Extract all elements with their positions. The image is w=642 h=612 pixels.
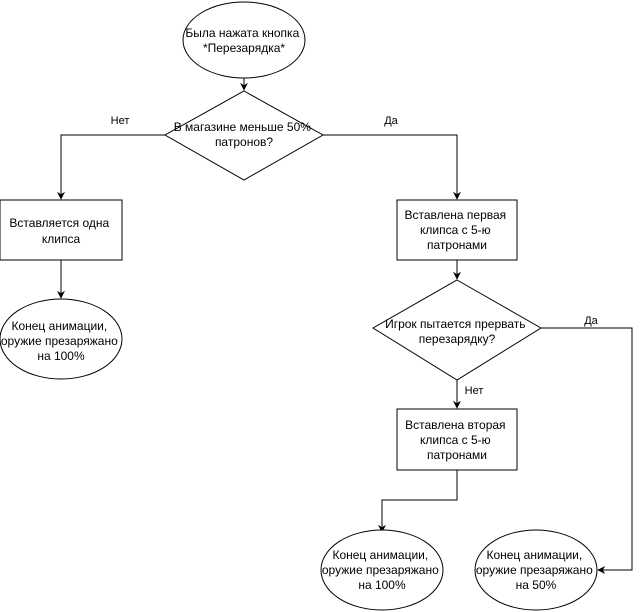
- insert-second-clip-label-line: Вставлена вторая: [405, 418, 505, 432]
- insert-one-clip-label: Вставляется одна клипса: [9, 216, 112, 246]
- edge-interrupt-yes: [541, 327, 633, 574]
- end-middle-node: [320, 529, 444, 611]
- insert-one-clip-label-line: Вставляется одна: [9, 216, 109, 230]
- insert-first-clip-label-line: клипса с 5-ю: [420, 223, 491, 237]
- end-middle-label-line: оружие презаряжано: [322, 563, 439, 577]
- insert-first-clip-label-line: патронами: [427, 238, 487, 252]
- decision-interrupt-label-line: Игрок пытается прервать: [385, 317, 525, 331]
- end-middle-label-line: на 100%: [358, 578, 406, 592]
- insert-first-clip-label-line: Вставлена первая: [404, 208, 506, 222]
- insert-first-clip-label: Вставлена первая клипса с 5-ю патронами: [404, 208, 509, 252]
- insert-first-clip-node: [396, 199, 518, 261]
- end-right-label-line: оружие презаряжано: [476, 563, 593, 577]
- edges: [57, 78, 633, 574]
- end-middle-label-line: Конец анимации,: [332, 548, 428, 562]
- decision-interrupt-label: Игрок пытается прервать перезарядку?: [385, 317, 529, 346]
- insert-second-clip-label-line: клипса с 5-ю: [420, 433, 491, 447]
- insert-second-clip-label: Вставлена вторая клипса с 5-ю патронами: [405, 418, 509, 462]
- edge-magazine-yes: [323, 134, 461, 200]
- end-right-node: [474, 529, 598, 611]
- label-interrupt-no: Нет: [465, 385, 484, 397]
- start-label-line: *Перезарядка*: [203, 41, 285, 55]
- end-right-label: Конец анимации, оружие презаряжано на 50…: [476, 548, 596, 592]
- node-labels: Была нажата кнопка *Перезарядка* В магаз…: [1, 26, 596, 592]
- end-middle-label: Конец анимации, оружие презаряжано на 10…: [322, 548, 442, 592]
- end-left-label-line: Конец анимации,: [11, 319, 107, 333]
- end-left-label-line: оружие презаряжано: [1, 334, 118, 348]
- decision-interrupt-node: [372, 279, 542, 381]
- insert-second-clip-node: [396, 408, 518, 471]
- decision-magazine-label-line: В магазине меньше 50%: [174, 120, 312, 134]
- insert-second-clip-label-line: патронами: [427, 448, 487, 462]
- nodes: [0, 1, 598, 611]
- insert-one-clip-node: [0, 199, 123, 261]
- label-interrupt-yes: Да: [584, 315, 598, 327]
- start-label: Была нажата кнопка *Перезарядка*: [185, 26, 302, 55]
- decision-magazine-node: [163, 90, 325, 181]
- label-magazine-no: Нет: [111, 115, 130, 127]
- decision-magazine-label: В магазине меньше 50% патронов?: [174, 120, 315, 149]
- insert-one-clip-label-line: клипса: [42, 232, 81, 246]
- end-left-node: [0, 298, 123, 380]
- start-label-line: Была нажата кнопка: [185, 26, 299, 40]
- end-right-label-line: Конец анимации,: [486, 548, 582, 562]
- decision-magazine-label-line: патронов?: [215, 135, 273, 149]
- end-left-label: Конец анимации, оружие презаряжано на 10…: [1, 319, 121, 363]
- edge-second-clip-to-end: [378, 470, 458, 533]
- edge-magazine-no: [57, 134, 165, 200]
- label-magazine-yes: Да: [384, 115, 398, 127]
- decision-interrupt-label-line: перезарядку?: [419, 332, 496, 346]
- edge-labels: Нет Да Да Нет: [111, 115, 599, 397]
- start-node: [182, 1, 306, 79]
- end-right-label-line: на 50%: [516, 578, 557, 592]
- end-left-label-line: на 100%: [37, 349, 85, 363]
